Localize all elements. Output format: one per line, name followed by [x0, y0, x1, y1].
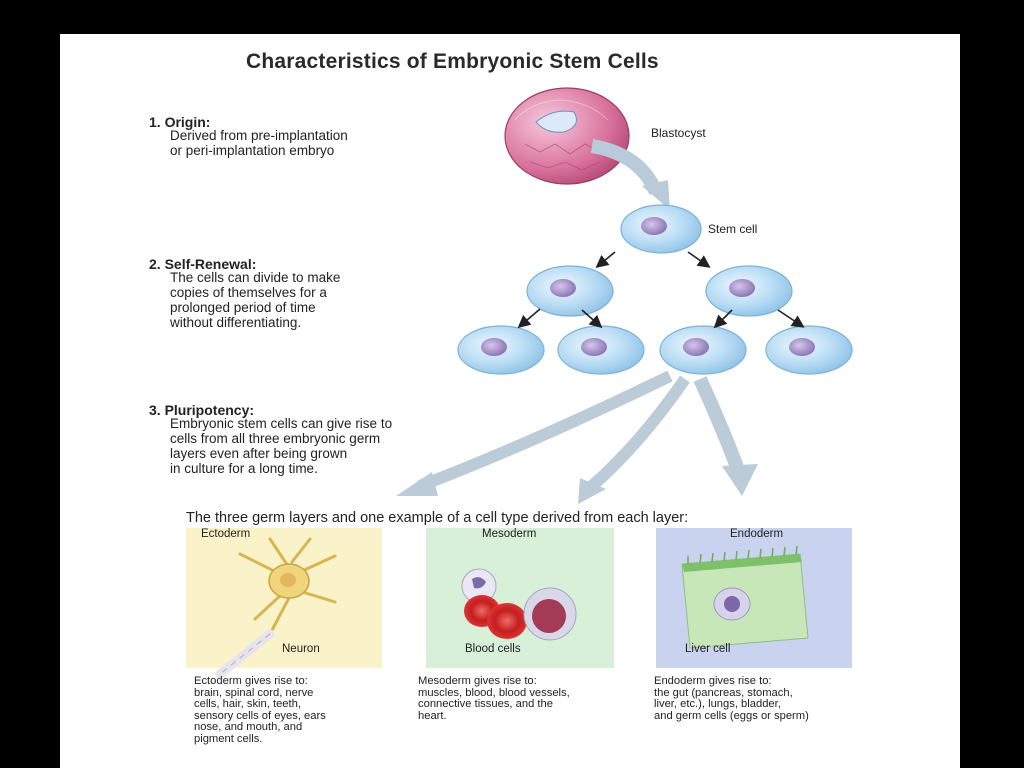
mesoderm-panel: [426, 528, 614, 668]
mesoderm-caption: Mesoderm gives rise to: muscles, blood, …: [418, 675, 570, 722]
mesoderm-title: Mesoderm: [482, 528, 537, 540]
daughter-cell: [557, 325, 645, 375]
daughter-cell: [526, 265, 614, 317]
pluripotency-heading: 3. Pluripotency:: [149, 402, 255, 418]
division-arrows: [517, 251, 805, 329]
self-renewal-body: The cells can divide to make copies of t…: [170, 270, 341, 330]
blood-cells-label: Blood cells: [465, 643, 521, 655]
origin-heading: 1. Origin:: [149, 114, 211, 130]
origin-body: Derived from pre-implantation or peri-im…: [170, 128, 348, 158]
ectoderm-title: Ectoderm: [201, 528, 251, 540]
daughter-cell: [765, 325, 853, 375]
stem-cell-label: Stem cell: [708, 222, 758, 236]
daughter-cell: [457, 325, 545, 375]
pluripotency-arrows: [396, 370, 758, 504]
endoderm-caption: Endoderm gives rise to: the gut (pancrea…: [654, 675, 809, 722]
blastocyst-label: Blastocyst: [651, 126, 706, 140]
self-renewal-heading: 2. Self-Renewal:: [149, 256, 257, 272]
blastocyst-illustration: [504, 87, 630, 185]
slide: Characteristics of Embryonic Stem Cells …: [60, 34, 960, 768]
stem-cell-top: [620, 204, 702, 254]
daughter-cell: [705, 265, 793, 317]
ectoderm-panel: [186, 528, 382, 679]
liver-cell-label: Liver cell: [685, 643, 731, 655]
germ-layers-intro: The three germ layers and one example of…: [186, 510, 689, 526]
endoderm-panel: [656, 528, 852, 668]
neuron-label: Neuron: [282, 643, 320, 655]
daughter-cell: [659, 325, 747, 375]
endoderm-title: Endoderm: [730, 528, 784, 540]
page-title: Characteristics of Embryonic Stem Cells: [246, 50, 659, 73]
ectoderm-caption: Ectoderm gives rise to: brain, spinal co…: [194, 675, 326, 745]
stem-cell-diagram: [186, 87, 853, 679]
pluripotency-body: Embryonic stem cells can give rise to ce…: [170, 416, 393, 476]
